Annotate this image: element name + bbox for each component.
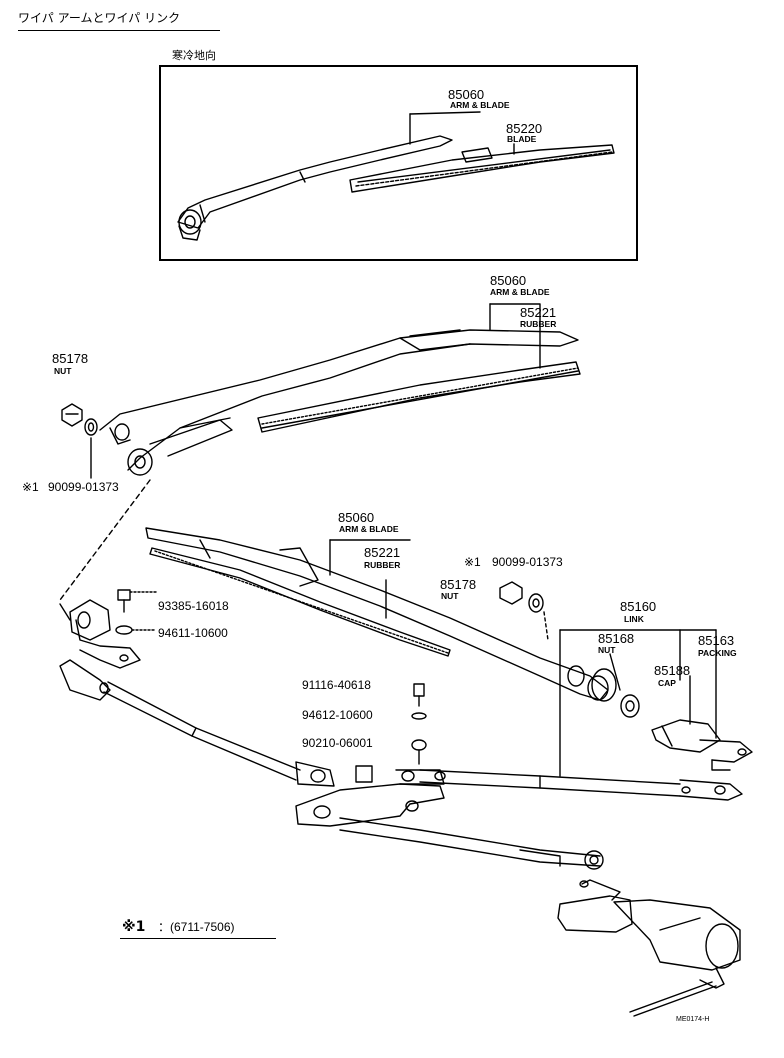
footnote-underline [120,938,276,939]
cap-name: CAP [658,678,676,688]
inset-blade-part-no: 85220 [506,121,543,136]
lower-rubber-name: RUBBER [364,560,401,570]
inset-region-label: 寒冷地向 [172,49,216,62]
right-pivot-drawing [559,629,753,777]
link-rods-drawing [103,681,743,870]
left-nut-part-no: 85178 [52,351,89,366]
upper-arm-blade-part-no: 85060 [490,273,527,288]
upper-arm-blade-name: ARM & BLADE [490,287,550,297]
pivot-washer-part-no: 94611-10600 [158,626,228,640]
inset-arm-blade-drawing [177,111,615,241]
upper-arm-blade-drawing [99,303,581,476]
page-title: ワイパ アームとワイパ リンク [18,11,181,25]
lower-arm-blade-drawing [145,527,609,701]
drawing-code: ME0174-H [676,1016,710,1023]
right-nut-name: NUT [441,591,459,601]
bushing-part-no: 90210-06001 [302,736,373,750]
center-small-parts-drawing [411,683,427,765]
link-name: LINK [624,614,644,624]
left-pivot-drawing [59,589,157,701]
lower-arm-blade-name: ARM & BLADE [339,524,399,534]
title-underline [18,30,220,31]
cold-region-inset [159,65,638,261]
left-nut-washer-drawing [61,403,98,479]
upper-rubber-name: RUBBER [520,319,557,329]
left-washer-part-no: 90099-01373 [48,480,119,494]
footnote-range: ：(6711-7506) [158,920,235,934]
inset-arm-blade-part-no: 85060 [448,87,485,102]
left-washer-mark: ※1 [22,480,39,494]
packing-part-no: 85163 [698,633,735,648]
motor-drawing [557,879,741,1017]
upper-rubber-part-no: 85221 [520,305,557,320]
link-bolt-part-no: 91116-40618 [302,678,371,692]
right-nut-washer-drawing [499,581,549,641]
inset-arm-blade-name: ARM & BLADE [450,100,510,110]
pivot-bolt-part-no: 93385-16018 [158,599,229,613]
link-nut-name: NUT [598,645,616,655]
footnote-mark: ※1 [122,919,146,935]
right-nut-part-no: 85178 [440,577,477,592]
left-nut-name: NUT [54,366,72,376]
link-washer-part-no: 94612-10600 [302,708,373,722]
right-washer-mark: ※1 [464,555,481,569]
link-nut-part-no: 85168 [598,631,635,646]
right-washer-part-no: 90099-01373 [492,555,563,569]
inset-blade-name: BLADE [507,134,537,144]
lower-rubber-part-no: 85221 [364,545,401,560]
lower-arm-blade-part-no: 85060 [338,510,375,525]
link-part-no: 85160 [620,599,657,614]
packing-name: PACKING [698,648,737,658]
bellcrank-drawing [295,765,446,827]
cap-part-no: 85188 [654,663,691,678]
